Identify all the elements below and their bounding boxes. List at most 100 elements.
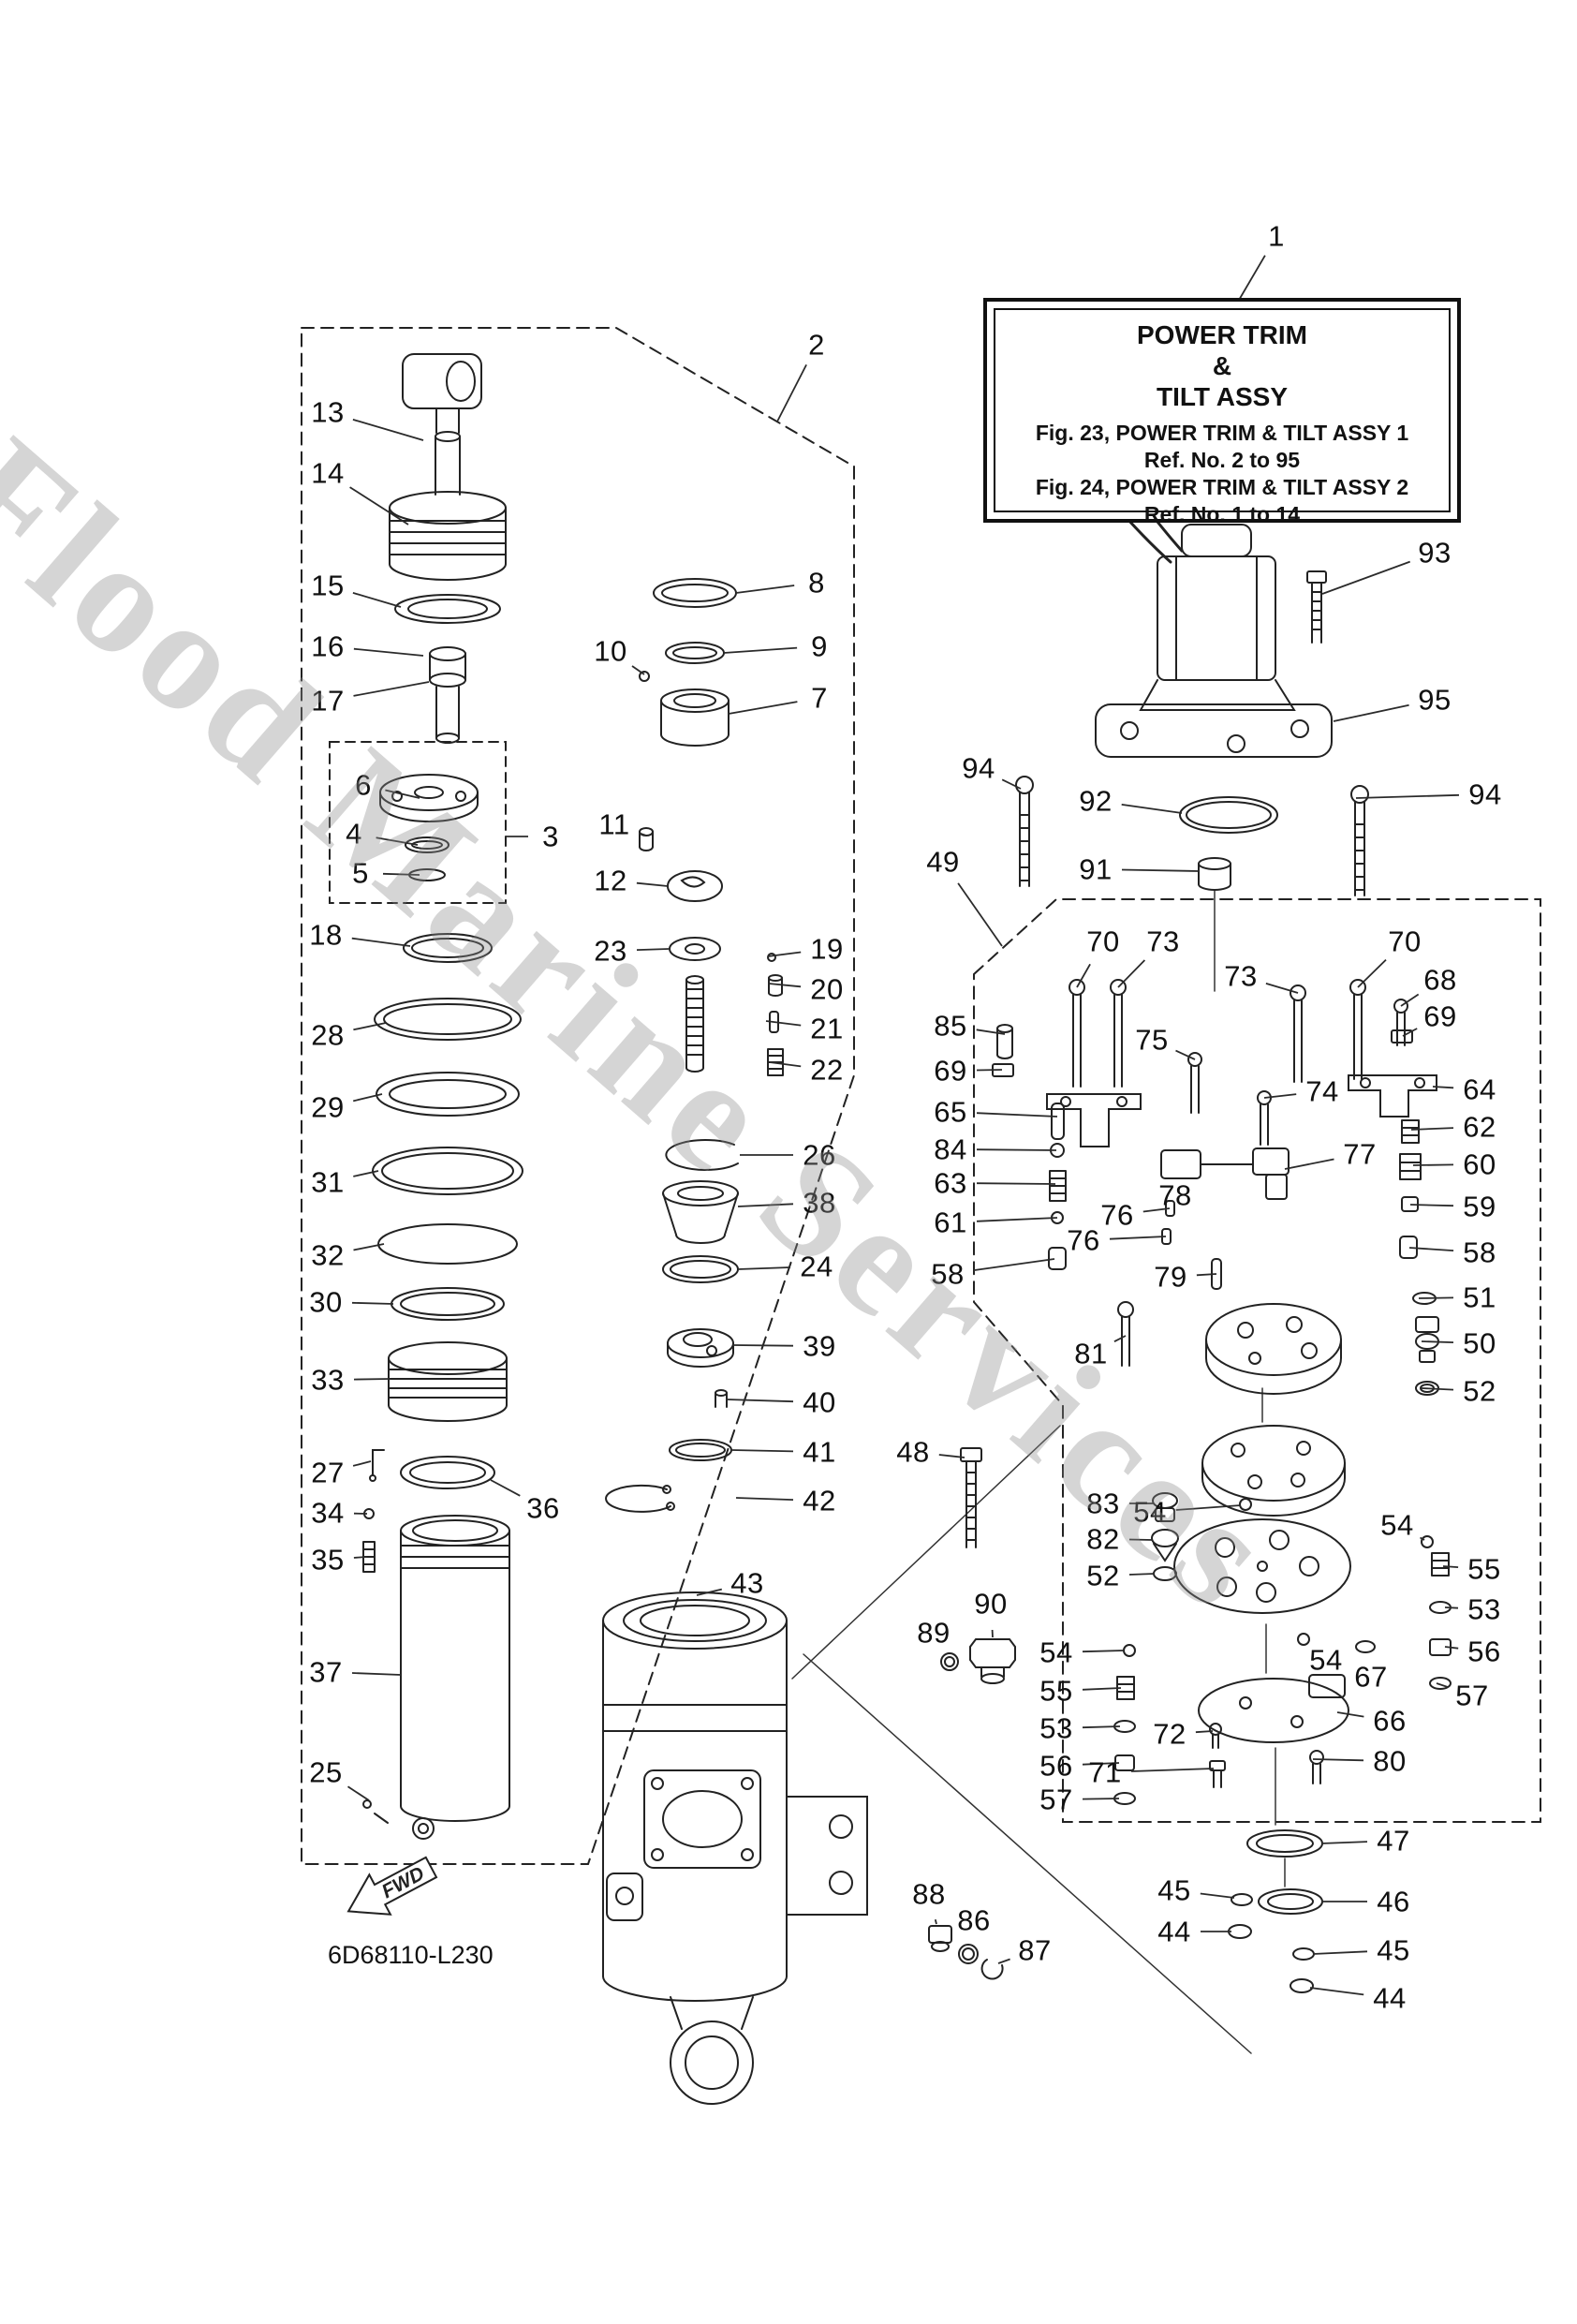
part-83-valve [1152, 1492, 1178, 1522]
part-58-plug-left [1048, 1247, 1067, 1270]
part-24-ring [662, 1255, 739, 1283]
part-35-spring [362, 1541, 376, 1573]
part-50-valve [1415, 1316, 1439, 1363]
part-82-valve [1151, 1529, 1179, 1562]
part-37-tilt-cylinder [400, 1515, 510, 1840]
part-67-oring [1355, 1640, 1376, 1653]
fig-23-line: Fig. 23, POWER TRIM & TILT ASSY 1 [1035, 421, 1409, 445]
fig-23-ref: Ref. No. 2 to 95 [1143, 448, 1301, 472]
part-94-bolt-left [1015, 776, 1034, 887]
fig-24-line: Fig. 24, POWER TRIM & TILT ASSY 2 [1035, 475, 1409, 499]
title-box: POWER TRIM & TILT ASSY Fig. 23, POWER TR… [983, 298, 1461, 526]
part-21-pin [769, 1011, 779, 1033]
part-29-ring [376, 1072, 520, 1117]
part-36-oring [400, 1456, 495, 1489]
part-32-ring [377, 1223, 518, 1265]
part-62-spring [1401, 1119, 1420, 1144]
part-85-bolt [996, 1024, 1013, 1059]
fig-24-ref: Ref. No. 1 to 14 [1143, 502, 1301, 526]
part-13-end-joint [402, 353, 482, 434]
assembly-boundary-49 [973, 898, 1541, 1823]
pump-plate-lower [1173, 1518, 1351, 1614]
part-53-ring-right [1429, 1601, 1452, 1614]
part-74-bolt [1257, 1090, 1272, 1146]
part-11-screw [639, 827, 654, 851]
part-45-rings [1231, 1893, 1315, 1961]
part-47-ring [1246, 1829, 1323, 1858]
fwd-arrow: FWD [346, 1856, 438, 1916]
title-line-2: & [1212, 351, 1232, 380]
part-18-oring [403, 933, 493, 963]
part-79-pin [1211, 1258, 1222, 1290]
part-42-snap-ring [605, 1484, 675, 1513]
part-92-oring [1179, 796, 1278, 834]
part-10-ball [639, 671, 650, 682]
part-5-oring [408, 868, 446, 881]
part-59-cap [1401, 1196, 1419, 1212]
part-61-ball [1051, 1211, 1064, 1224]
part-65-pin [1051, 1103, 1065, 1140]
part-41-ring [669, 1439, 732, 1461]
part-58-plug-right [1399, 1236, 1418, 1259]
piston-rod-upper [435, 431, 461, 496]
part-68-bolt [1393, 999, 1408, 1046]
part-51-ring [1412, 1292, 1437, 1305]
title-line-3: TILT ASSY [1157, 382, 1288, 411]
part-16-17-collar [429, 646, 466, 744]
part-30-ring [391, 1287, 505, 1321]
part-53-ring-left [1113, 1720, 1136, 1733]
part-86-ring [958, 1944, 979, 1964]
part-34-ball [363, 1508, 375, 1519]
part-39-free-piston [667, 1328, 734, 1368]
part-89-ring [940, 1652, 959, 1671]
part-55-spring-left [1116, 1676, 1135, 1700]
part-31-ring [372, 1147, 523, 1195]
part-57-ring-right [1429, 1677, 1452, 1690]
part-88-plug [928, 1925, 952, 1952]
projection-lines [791, 889, 1286, 2054]
part-77-78-joint [1160, 1147, 1290, 1200]
part-64-bracket [1348, 1074, 1437, 1118]
part-54-balls [1123, 1498, 1434, 1657]
title-line-1: POWER TRIM [1137, 320, 1307, 349]
part-6-guide [379, 774, 479, 822]
part-8-oring [653, 578, 737, 608]
part-43-cylinder-body [602, 1591, 868, 2105]
part-71-bolt [1209, 1760, 1226, 1788]
part-84-ring [1050, 1143, 1065, 1158]
part-56-cap-right [1429, 1638, 1452, 1656]
pump-body-drawing [1205, 1303, 1342, 1395]
part-4-oring [405, 836, 450, 853]
part-75-bolt [1187, 1052, 1202, 1114]
part-69-nut-right [1391, 1029, 1413, 1044]
part-28-ring [374, 998, 522, 1041]
mount-bracket-left [1046, 1093, 1142, 1147]
part-55-spring-right [1431, 1552, 1450, 1576]
part-7-cup [660, 688, 730, 747]
part-27-pin [369, 1449, 385, 1482]
part-15-ring [394, 594, 501, 624]
part-52-ring-right [1415, 1381, 1439, 1396]
part-91-coupling [1198, 857, 1231, 891]
part-46-ring [1258, 1888, 1323, 1915]
part-93-bolt [1306, 570, 1327, 644]
part-40-screw [715, 1389, 728, 1408]
part-26-snap-ring [665, 1138, 739, 1171]
part-60-spring [1399, 1153, 1422, 1180]
part-48-bolt [960, 1447, 982, 1548]
part-33-cylinder-end-screw [388, 1341, 508, 1422]
part-63-spring [1049, 1170, 1067, 1202]
part-70-73-bolts-left [1069, 979, 1127, 1088]
part-81-bolt [1117, 1301, 1134, 1367]
part-9-oring [665, 642, 725, 664]
part-72-screw [1209, 1723, 1222, 1749]
part-80-bolt [1309, 1750, 1324, 1784]
part-69-nut-left [992, 1063, 1014, 1077]
part-52-ring-left [1153, 1566, 1177, 1581]
part-14-piston [389, 491, 507, 581]
part-25-pin [362, 1799, 389, 1824]
pump-plate-mid [1201, 1425, 1346, 1517]
part-38-cup [662, 1180, 739, 1244]
